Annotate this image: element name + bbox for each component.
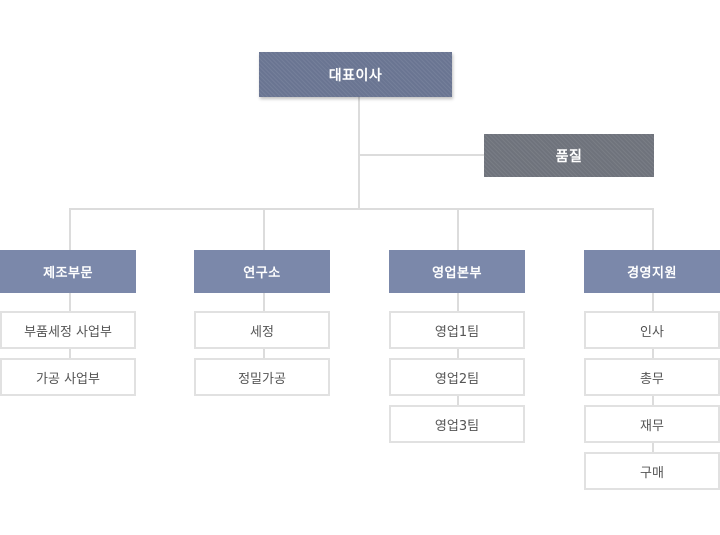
dept-label: 제조부문 — [43, 266, 93, 281]
dept-box-management-support: 경영지원 — [584, 250, 720, 293]
sub-label: 인사 — [640, 324, 664, 340]
connector-quality-branch — [358, 154, 484, 156]
sub-label: 총무 — [640, 371, 664, 387]
dept-label: 영업본부 — [432, 266, 482, 281]
dept-label: 연구소 — [243, 266, 281, 281]
sub-label: 부품세정 사업부 — [24, 324, 112, 340]
sub-label: 영업2팀 — [434, 371, 480, 387]
ceo-box: 대표이사 — [259, 52, 452, 97]
connector-dept-2 — [263, 208, 265, 250]
quality-box: 품질 — [484, 134, 654, 177]
sub-label: 영업3팀 — [434, 418, 480, 434]
connector-dept-4 — [652, 208, 654, 250]
sub-box: 세정 — [194, 311, 330, 349]
sub-label: 가공 사업부 — [36, 371, 100, 387]
dept-label: 경영지원 — [627, 266, 677, 281]
sub-box: 부품세정 사업부 — [0, 311, 136, 349]
quality-label: 품질 — [555, 148, 583, 165]
sub-label: 세정 — [250, 324, 274, 340]
sub-box: 총무 — [584, 358, 720, 396]
sub-label: 재무 — [640, 418, 664, 434]
dept-box-sales: 영업본부 — [389, 250, 525, 293]
sub-box: 재무 — [584, 405, 720, 443]
connector-dept-1 — [69, 208, 71, 250]
connector-dept-bus — [69, 208, 654, 210]
connector-sub-col-3 — [457, 292, 459, 412]
sub-box: 정밀가공 — [194, 358, 330, 396]
dept-box-research: 연구소 — [194, 250, 330, 293]
ceo-label: 대표이사 — [328, 67, 383, 84]
sub-box: 영업2팀 — [389, 358, 525, 396]
dept-box-manufacturing: 제조부문 — [0, 250, 136, 293]
sub-box: 구매 — [584, 452, 720, 490]
connector-dept-3 — [457, 208, 459, 250]
sub-label: 구매 — [640, 465, 664, 481]
sub-box: 인사 — [584, 311, 720, 349]
sub-box: 영업3팀 — [389, 405, 525, 443]
sub-box: 영업1팀 — [389, 311, 525, 349]
sub-label: 영업1팀 — [434, 324, 480, 340]
sub-box: 가공 사업부 — [0, 358, 136, 396]
sub-label: 정밀가공 — [238, 371, 286, 387]
connector-ceo-trunk — [358, 97, 360, 210]
